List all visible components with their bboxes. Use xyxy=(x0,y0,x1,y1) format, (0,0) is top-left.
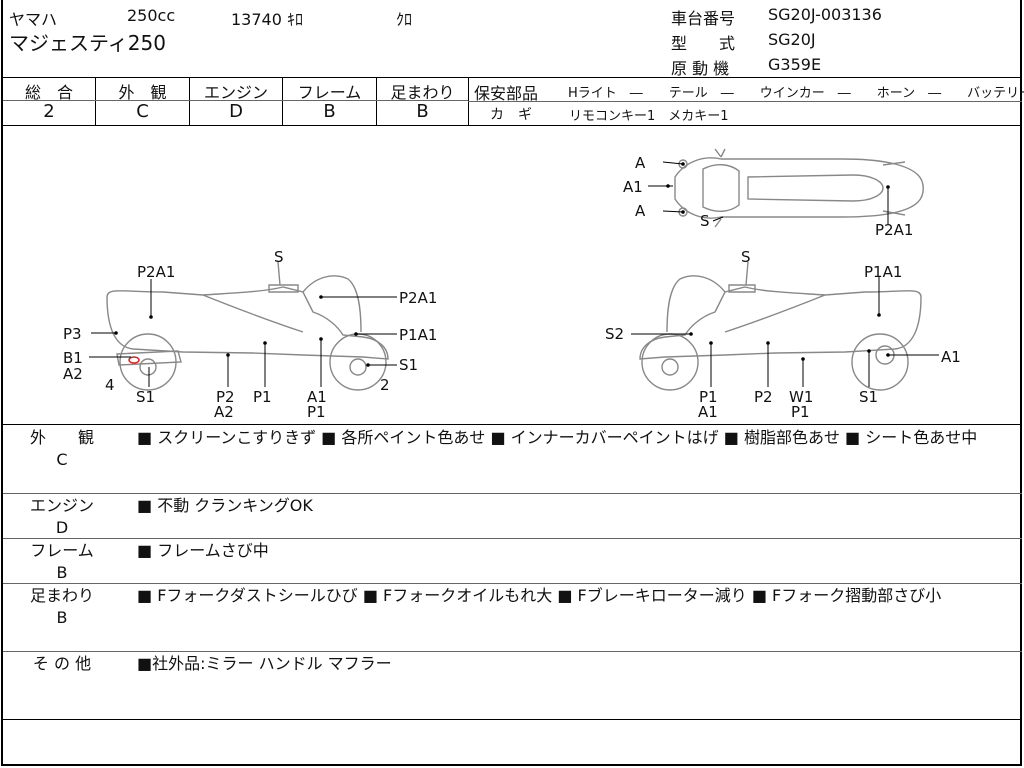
grades-bottom-divider xyxy=(3,125,1022,126)
grade-total-label: 総 合 xyxy=(24,83,73,102)
model-name: マジェスティ250 xyxy=(9,31,166,55)
right-p1a1: P1A1 xyxy=(864,263,903,281)
leader-dots xyxy=(114,162,890,367)
note-divider xyxy=(3,583,1022,584)
note-divider xyxy=(3,651,1022,652)
grade-exterior-label: 外 観 xyxy=(118,83,167,102)
frame-number: SG20J-003136 xyxy=(768,5,882,24)
left-b1: B1 xyxy=(63,349,83,367)
top-s: S xyxy=(700,212,710,230)
note-frame-text: ■ フレームさび中 xyxy=(137,541,269,560)
displacement: 250cc xyxy=(127,6,176,25)
top-a-upper: A xyxy=(635,154,646,172)
grade-divider xyxy=(282,77,283,125)
note-engine-label: エンジン D xyxy=(29,496,94,537)
note-divider xyxy=(3,493,1022,494)
diagram-bottom-divider xyxy=(3,424,1022,425)
left-p2a1-top: P2A1 xyxy=(137,263,176,281)
grade-divider xyxy=(189,77,190,125)
maker: ヤマハ xyxy=(9,10,58,29)
left-a1: A1 xyxy=(307,388,327,406)
damage-diagram: A A1 A S P2A1 S P2A1 P2A1 P3 P1A1 B1 A2 … xyxy=(3,127,1023,425)
grade-engine-label: エンジン xyxy=(203,83,268,102)
right-w1: W1 xyxy=(789,388,814,406)
top-a1: A1 xyxy=(623,178,643,196)
notes-bottom-divider xyxy=(3,719,1022,720)
scooter-top-view xyxy=(674,148,924,228)
grade-total-value: 2 xyxy=(43,101,55,122)
grade-chassis-label: 足まわり xyxy=(390,83,455,102)
right-s-top: S xyxy=(741,248,751,266)
grade-frame-value: B xyxy=(323,101,336,122)
mileage: 13740 ｷﾛ xyxy=(231,10,303,29)
engine-label: 原 動 機 xyxy=(671,59,730,78)
grade-divider xyxy=(95,77,96,125)
left-two: 2 xyxy=(380,376,390,394)
grade-row-divider xyxy=(3,100,468,101)
note-other-text: ■社外品:ミラー ハンドル マフラー xyxy=(137,654,392,673)
left-p1a1: P1A1 xyxy=(399,326,438,344)
leader-lines xyxy=(89,161,939,387)
safety-items: Hライト ― テール ― ウインカー ― ホーン ― バッテリー × xyxy=(568,86,1024,101)
header-divider xyxy=(3,77,1022,78)
damage-mark xyxy=(128,356,140,364)
color: ｸﾛ xyxy=(396,10,413,29)
left-p2: P2 xyxy=(216,388,235,406)
grade-exterior-value: C xyxy=(136,101,149,122)
note-chassis-label: 足まわり B xyxy=(29,586,94,627)
left-p1: P1 xyxy=(253,388,272,406)
scooter-drawings xyxy=(89,148,939,391)
keys-value: リモコンキー1 メカキー1 xyxy=(569,109,729,124)
left-s1-right: S1 xyxy=(399,356,419,374)
note-engine-text: ■ 不動 クランキングOK xyxy=(137,496,313,515)
engine-code: G359E xyxy=(768,55,822,74)
right-p1-bottom: P1 xyxy=(791,403,810,421)
right-p2: P2 xyxy=(754,388,773,406)
grade-divider xyxy=(376,77,377,125)
right-a1: A1 xyxy=(698,403,718,421)
grade-frame-label: フレーム xyxy=(297,83,362,102)
keys-label: カ ギ xyxy=(490,107,532,123)
frame-number-label: 車台番号 xyxy=(671,9,736,28)
left-s1-bottom: S1 xyxy=(136,388,156,406)
note-exterior-text: ■ スクリーンこすりきず ■ 各所ペイント色あせ ■ インナーカバーペイントはげ… xyxy=(137,428,978,447)
left-a2-bottom: A2 xyxy=(214,403,234,421)
safety-label: 保安部品 xyxy=(474,84,539,103)
grade-chassis-value: B xyxy=(416,101,429,122)
right-s2: S2 xyxy=(605,325,625,343)
left-a2: A2 xyxy=(63,365,83,383)
note-frame-label: フレーム B xyxy=(30,541,94,582)
left-p3: P3 xyxy=(63,325,82,343)
note-divider xyxy=(3,538,1022,539)
model-code: SG20J xyxy=(768,30,816,49)
left-p2a1-right: P2A1 xyxy=(399,289,438,307)
right-s1: S1 xyxy=(859,388,879,406)
note-other-label: そ の 他 xyxy=(32,654,92,673)
right-p1: P1 xyxy=(699,388,718,406)
model-code-label: 型 式 xyxy=(671,34,736,53)
top-p2a1: P2A1 xyxy=(875,221,914,239)
note-exterior-label: 外 観 C xyxy=(29,428,94,469)
safety-row-divider xyxy=(468,101,1022,102)
left-s-top: S xyxy=(274,248,284,266)
left-p1-bottom: P1 xyxy=(307,403,326,421)
top-a-lower: A xyxy=(635,202,646,220)
note-chassis-text: ■ Fフォークダストシールひび ■ Fフォークオイルもれ大 ■ Fブレーキロータ… xyxy=(137,586,942,605)
right-a1-right: A1 xyxy=(941,348,961,366)
left-four: 4 xyxy=(105,376,115,394)
grade-engine-value: D xyxy=(229,101,243,122)
